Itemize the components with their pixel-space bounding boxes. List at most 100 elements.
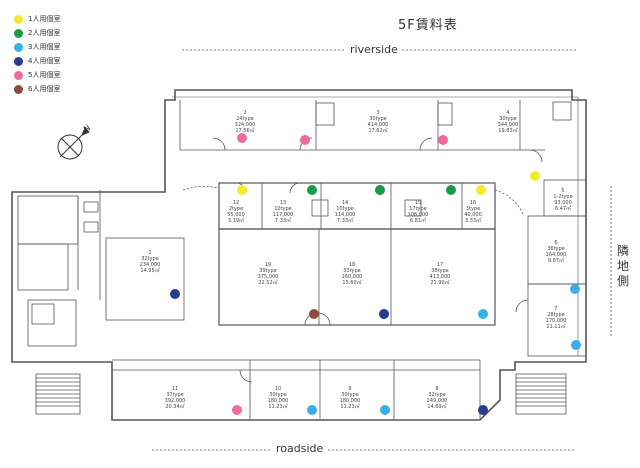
- room-occupancy-dot-18[interactable]: [379, 309, 389, 319]
- room-occupancy-dot-6[interactable]: [570, 284, 580, 294]
- room-price: 106,000: [407, 212, 429, 218]
- room-type: 2type: [228, 206, 244, 212]
- room-price: 40,000: [464, 212, 482, 218]
- room-1-wall: [105, 237, 185, 321]
- legend-label: 6人用個室: [28, 85, 61, 93]
- room-number: 5: [561, 188, 565, 194]
- room-number: 13: [279, 200, 287, 206]
- room-type: 10type: [336, 206, 354, 212]
- room-number: 10: [274, 386, 282, 392]
- room-occupancy-dot-2[interactable]: [237, 133, 247, 143]
- room-occupancy-dot-4[interactable]: [438, 135, 448, 145]
- room-price: 164,000: [545, 252, 567, 258]
- neighbor-side-label: 隣地側: [616, 244, 629, 288]
- room-type: 28type: [547, 312, 565, 318]
- room-price: 414,000: [367, 122, 389, 128]
- legend-label: 5人用個室: [28, 71, 61, 79]
- legend-item: 2人用個室: [14, 27, 60, 39]
- legend-dot-icon: [14, 28, 23, 38]
- room-occupancy-dot-17[interactable]: [478, 309, 488, 319]
- room-type: 37type: [166, 392, 184, 398]
- room-7-wall: [527, 283, 587, 357]
- room-area: 7.33㎡: [336, 218, 354, 224]
- room-occupancy-dot-13[interactable]: [307, 185, 317, 195]
- room-number: 18: [348, 262, 356, 268]
- room-price: 55,000: [227, 212, 245, 218]
- building-outline: [11, 89, 587, 421]
- room-price: 93,000: [554, 200, 572, 206]
- room-price: 249,000: [426, 398, 448, 404]
- room-occupancy-dot-12[interactable]: [237, 185, 247, 195]
- room-price: 324,000: [234, 122, 256, 128]
- room-area: 17.56㎡: [235, 128, 255, 134]
- roadside-label: roadside: [272, 442, 328, 455]
- room-area: 11.11㎡: [546, 324, 566, 330]
- room-number: 17: [436, 262, 444, 268]
- room-type: 17type: [409, 206, 427, 212]
- room-occupancy-dot-19[interactable]: [309, 309, 319, 319]
- legend-label: 3人用個室: [28, 43, 61, 51]
- legend-label: 1人用個室: [28, 15, 61, 23]
- room-number: 3: [376, 110, 380, 116]
- room-price: 260,000: [341, 274, 363, 280]
- room-area: 11.23㎡: [268, 404, 288, 410]
- room-price: 234,000: [139, 262, 161, 268]
- room-occupancy-dot-11[interactable]: [232, 405, 242, 415]
- legend-dot-icon: [14, 56, 23, 66]
- legend-dot-icon: [14, 84, 23, 94]
- room-number: 7: [554, 306, 558, 312]
- room-area: 19.83㎡: [498, 128, 518, 134]
- room-occupancy-dot-8[interactable]: [478, 405, 488, 415]
- room-area: 20.34㎡: [165, 404, 185, 410]
- page-title: 5F賃料表: [398, 18, 458, 33]
- room-type: 36type: [547, 246, 565, 252]
- room-area: 7.33㎡: [274, 218, 292, 224]
- room-price: 392,000: [164, 398, 186, 404]
- room-occupancy-dot-16[interactable]: [476, 185, 486, 195]
- room-number: 15: [414, 200, 422, 206]
- room-type: 30type: [341, 392, 359, 398]
- room-type: 39type: [259, 268, 277, 274]
- room-occupancy-dot-3[interactable]: [300, 135, 310, 145]
- room-price: 114,000: [334, 212, 356, 218]
- room-type: 30type: [499, 116, 517, 122]
- room-occupancy-dot-5[interactable]: [530, 171, 540, 181]
- room-occupancy-dot-1[interactable]: [170, 289, 180, 299]
- room-number: 11: [171, 386, 179, 392]
- room-occupancy-dot-7[interactable]: [571, 340, 581, 350]
- legend-label: 2人用個室: [28, 29, 61, 37]
- room-number: 2: [243, 110, 247, 116]
- room-area: 11.23㎡: [340, 404, 360, 410]
- room-occupancy-dot-10[interactable]: [307, 405, 317, 415]
- legend-item: 1人用個室: [14, 13, 60, 25]
- room-price: 375,000: [257, 274, 279, 280]
- room-area: 17.62㎡: [368, 128, 388, 134]
- room-occupancy-dot-14[interactable]: [375, 185, 385, 195]
- room-area: 14.89㎡: [427, 404, 447, 410]
- legend-item: 5人用個室: [14, 69, 60, 81]
- legend-dot-icon: [14, 14, 23, 24]
- room-price: 413,000: [429, 274, 451, 280]
- room-area: 3.19㎡: [227, 218, 245, 224]
- room-occupancy-dot-15[interactable]: [446, 185, 456, 195]
- room-type: 30type: [269, 392, 287, 398]
- legend-item: 6人用個室: [14, 83, 60, 95]
- room-area: 3.33㎡: [464, 218, 482, 224]
- room-area: 21.90㎡: [430, 280, 450, 286]
- legend-label: 4人用個室: [28, 57, 61, 65]
- room-occupancy-dot-9[interactable]: [380, 405, 390, 415]
